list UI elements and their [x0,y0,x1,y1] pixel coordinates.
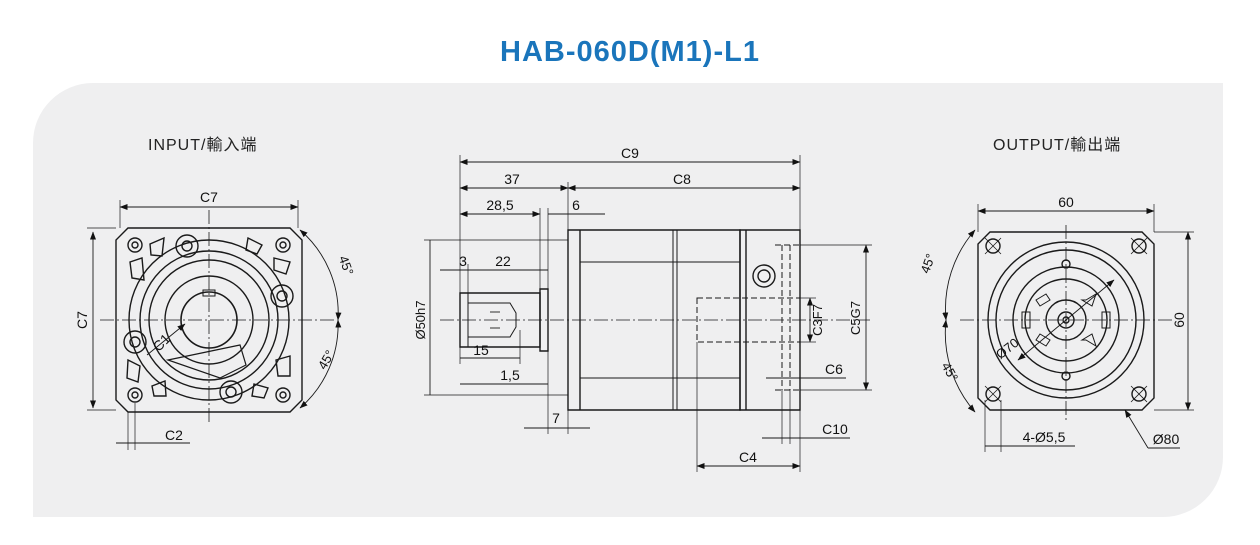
dim-1-5: 1,5 [500,367,520,383]
dim-angle-input-bottom: 45° [315,347,338,372]
dim-d50: Ø50h7 [413,300,428,339]
dim-6: 6 [572,197,580,213]
side-view [424,155,872,472]
dim-angle-output-bottom: 45° [938,359,961,384]
output-view-label: OUTPUT/輸出端 [993,137,1122,154]
dim-37: 37 [504,171,520,187]
input-view [87,200,342,450]
output-view [942,204,1194,452]
output-flange-outline [977,231,1155,411]
dim-c8: C8 [673,171,691,187]
input-outer-ring [128,239,290,401]
dim-c2: C2 [165,427,183,443]
dim-angle-input-top: 45° [336,254,357,278]
dim-output-60-width: 60 [1058,194,1074,210]
dim-7: 7 [552,410,560,426]
dim-3: 3 [459,253,467,269]
dim-c1: C1 [149,330,173,354]
dim-c7-top: C7 [200,189,218,205]
dim-c5: C5G7 [848,301,863,335]
dim-output-d80: Ø80 [1153,431,1180,447]
dim-c9: C9 [621,145,639,161]
dim-22: 22 [495,253,511,269]
input-view-label: INPUT/輸入端 [148,137,258,154]
dim-28-5: 28,5 [486,197,513,213]
input-flange-outline [115,227,303,413]
input-bore [180,291,238,349]
dim-c6: C6 [825,361,843,377]
dim-c4: C4 [739,449,757,465]
dim-15: 15 [473,342,489,358]
dim-c3: C3F7 [810,304,825,336]
dim-angle-output-top: 45° [917,252,938,276]
output-pilot [987,241,1145,399]
dim-output-60-height: 60 [1171,312,1187,328]
drawing-title: HAB-060D(M1)-L1 [500,36,760,68]
dim-c7-left: C7 [74,311,90,329]
dim-c10: C10 [822,421,848,437]
dim-output-holes: 4-Ø5,5 [1023,429,1066,445]
